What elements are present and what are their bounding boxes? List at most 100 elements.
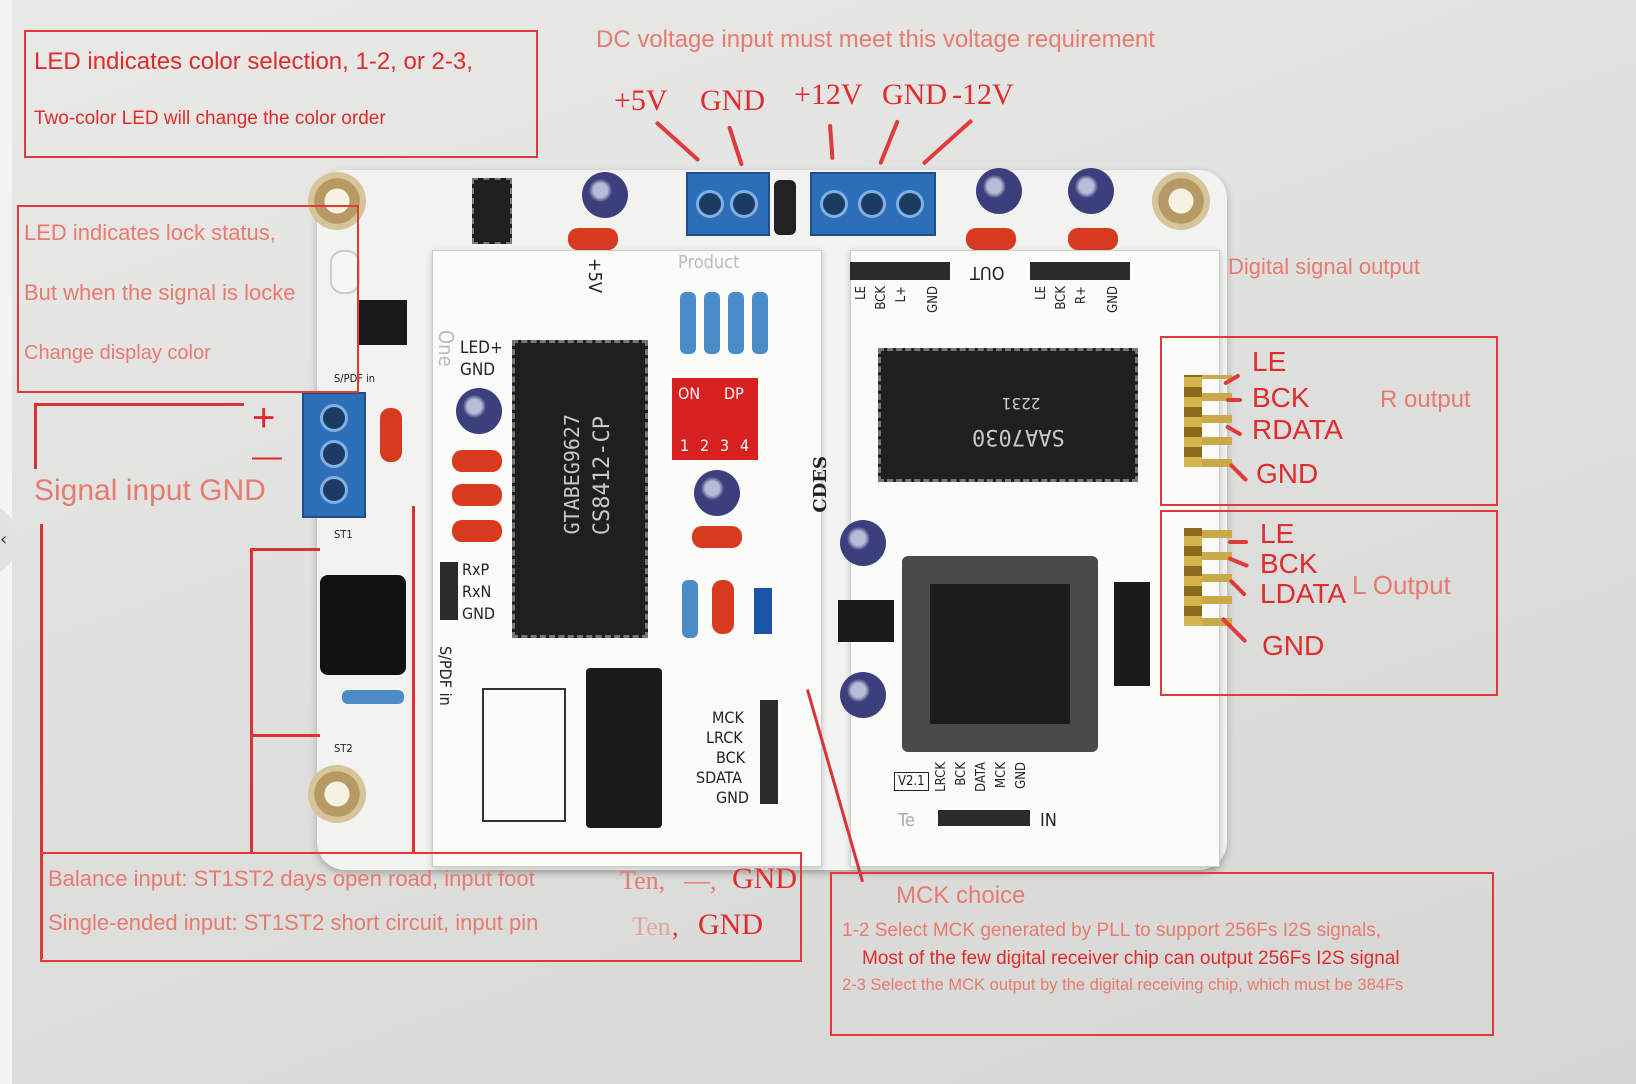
ic-socket xyxy=(586,668,662,828)
silk-pin: BCK xyxy=(954,762,969,786)
silk-out: OUT xyxy=(970,262,1005,283)
chevron-left-icon: ‹ xyxy=(0,529,8,550)
silk-sdata: SDATA xyxy=(696,768,742,787)
pin-row xyxy=(1202,375,1232,467)
transformer xyxy=(320,575,406,675)
dip-on-label: ON xyxy=(678,384,701,403)
crystal-outline xyxy=(482,688,566,822)
electrolytic-cap xyxy=(976,168,1022,214)
l-pin-le: LE xyxy=(1260,518,1295,549)
dash-label: —, xyxy=(684,866,717,895)
dip-num: 3 xyxy=(720,436,730,455)
ceramic-cap xyxy=(452,450,502,472)
comma-label: , xyxy=(672,912,679,941)
silk-pin: GND xyxy=(926,286,941,313)
label-gnd: GND xyxy=(882,78,947,111)
bracket xyxy=(250,548,253,854)
optical-receiver xyxy=(357,300,407,345)
balance-text: Balance input: ST1ST2 days open road, in… xyxy=(48,866,535,891)
dip-num: 1 xyxy=(680,436,690,455)
silk-brand: CDES xyxy=(810,456,831,513)
pointer-line xyxy=(1228,540,1248,544)
diode xyxy=(774,180,796,235)
electrolytic-cap xyxy=(456,388,502,434)
mck-line1: 1-2 Select MCK generated by PLL to suppo… xyxy=(842,920,1381,941)
ceramic-cap xyxy=(966,228,1016,250)
electrolytic-cap xyxy=(840,672,886,718)
silk-spdif: S/PDF in xyxy=(334,372,376,385)
minus-sign: — xyxy=(252,440,282,473)
ten-label: Ten xyxy=(632,912,671,941)
label-plus12v: +12V xyxy=(794,78,863,111)
silk-gnd: GND xyxy=(462,604,496,623)
resistor xyxy=(752,292,768,354)
resistor xyxy=(680,292,696,354)
regulator xyxy=(838,600,894,642)
pin-header-j19 xyxy=(760,700,778,804)
board-photo: S/PDF in ST1 ST2 CS8412-CP GTABEG9627 ON… xyxy=(12,0,1636,1084)
ceramic-cap xyxy=(380,408,402,462)
electrolytic-cap xyxy=(694,470,740,516)
color-order-text: Two-color LED will change the color orde… xyxy=(34,108,386,129)
r-pin-le: LE xyxy=(1252,346,1287,377)
silk-spdif-in: S/PDF in xyxy=(436,646,455,706)
l-pin-bck: BCK xyxy=(1260,548,1318,579)
pointer-line xyxy=(727,125,744,167)
jumper-j3[interactable] xyxy=(754,588,772,634)
gnd-label: GND xyxy=(698,908,763,941)
r-pin-bck: BCK xyxy=(1252,382,1310,413)
pointer-line xyxy=(654,120,701,163)
ceramic-cap xyxy=(452,484,502,506)
header-j5 xyxy=(1030,262,1130,280)
mck-title: MCK choice xyxy=(896,882,1026,909)
silk-5v: +5V xyxy=(584,258,605,293)
small-ic xyxy=(472,178,512,244)
terminal-5v xyxy=(686,172,770,236)
bracket xyxy=(34,403,37,469)
terminal-spdif xyxy=(302,392,366,518)
l-output-text: L Output xyxy=(1352,570,1451,600)
ten-label: Ten, xyxy=(620,866,666,895)
bracket xyxy=(412,506,415,852)
header-j9 xyxy=(1184,375,1202,467)
pointer-line xyxy=(1226,398,1242,402)
silk-mck: MCK xyxy=(712,708,744,727)
ceramic-cap xyxy=(568,228,618,250)
silk-st2: ST2 xyxy=(334,742,353,755)
silk-pin: L+ xyxy=(894,286,909,303)
header-in xyxy=(938,810,1030,826)
color-selection-box xyxy=(24,30,538,158)
bracket xyxy=(250,548,320,551)
dac-chip xyxy=(878,348,1138,482)
silk-pin: BCK xyxy=(1054,286,1069,310)
r-pin-rdata: RDATA xyxy=(1252,414,1343,445)
gnd-label: GND xyxy=(732,862,797,895)
dip-switch[interactable] xyxy=(672,378,758,460)
mck-line3: 2-3 Select the MCK output by the digital… xyxy=(842,976,1404,994)
jtag-header xyxy=(1114,582,1150,686)
silk-one: One xyxy=(434,330,458,367)
silk-pin: LRCK xyxy=(934,762,949,792)
silk-in: IN xyxy=(1040,810,1057,831)
header-j6 xyxy=(850,262,950,280)
silk-te: Te xyxy=(898,810,915,831)
electrolytic-cap xyxy=(840,520,886,566)
pointer-line xyxy=(828,123,835,161)
silk-pin: BCK xyxy=(874,286,889,310)
silk-gnd: GND xyxy=(460,360,496,380)
lock-locked-text: But when the signal is locke xyxy=(24,280,296,305)
receiver-chip-label: CS8412-CP xyxy=(590,416,615,536)
label-minus12v: -12V xyxy=(952,78,1014,111)
electrolytic-cap xyxy=(582,172,628,218)
resistor xyxy=(342,690,404,704)
l-output-box xyxy=(1160,510,1498,696)
single-ended-text: Single-ended input: ST1ST2 short circuit… xyxy=(48,910,539,935)
silk-rxn: RxN xyxy=(462,582,492,601)
r-output-box xyxy=(1160,336,1498,506)
dip-num: 2 xyxy=(700,436,710,455)
silk-pin: R+ xyxy=(1074,286,1089,304)
header-j7 xyxy=(1184,528,1202,626)
balance-box xyxy=(40,852,802,962)
receiver-chip-code: GTABEG9627 xyxy=(560,414,584,535)
ceramic-cap xyxy=(452,520,502,542)
